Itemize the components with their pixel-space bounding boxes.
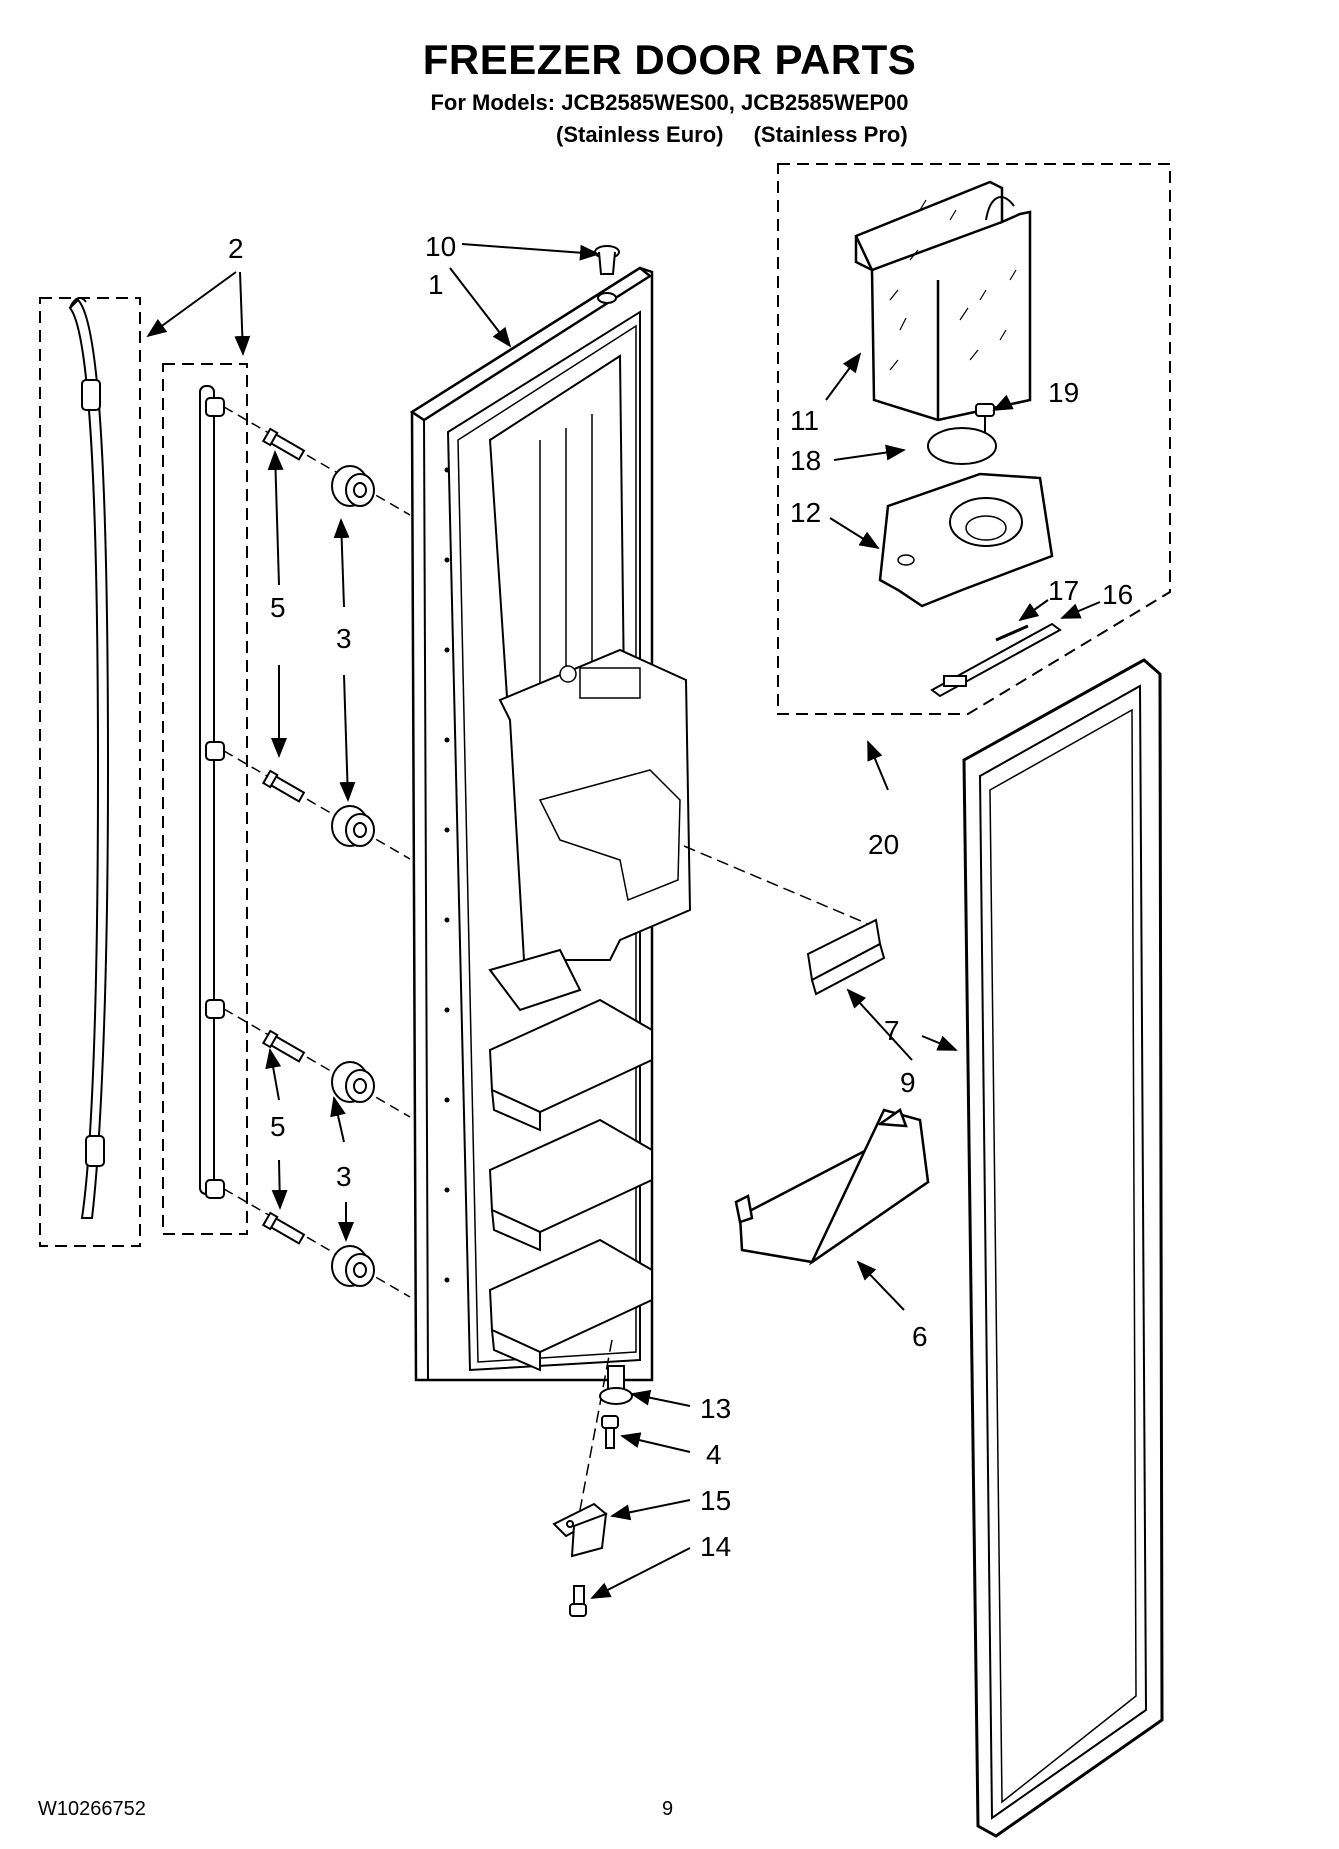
callout-1: 1 — [428, 269, 444, 300]
hinge-screw-lower — [569, 1585, 587, 1617]
callout-11: 11 — [790, 405, 819, 436]
bracket-spring — [995, 624, 1029, 642]
document-number: W10266752 — [38, 1798, 146, 1820]
door-plug — [594, 245, 620, 275]
page-number: 9 — [662, 1798, 674, 1820]
handle-assembly — [39, 297, 248, 1247]
callout-4: 4 — [706, 1439, 722, 1470]
callout-3-upper: 3 — [336, 623, 352, 654]
freezer-door — [409, 266, 692, 1382]
callout-17: 17 — [1048, 575, 1079, 606]
hinge-pin — [599, 1365, 633, 1405]
door-bin — [734, 1108, 930, 1266]
callout-3-lower: 3 — [336, 1161, 352, 1192]
variant-euro: (Stainless Euro) — [556, 122, 724, 147]
callout-20: 20 — [868, 829, 899, 860]
model-list: For Models: JCB2585WES00, JCB2585WEP00 — [430, 90, 909, 115]
handle-fasteners — [261, 427, 375, 1287]
callout-6: 6 — [912, 1321, 928, 1352]
callout-15: 15 — [700, 1485, 731, 1516]
handle-inner-box — [162, 363, 248, 1235]
variant-pro: (Stainless Pro) — [753, 122, 908, 147]
ice-bin — [854, 180, 1032, 422]
callout-leaders — [146, 243, 1101, 1599]
callout-12: 12 — [790, 497, 821, 528]
callout-labels: 2 10 1 5 3 5 3 11 19 18 12 17 16 20 7 9 … — [228, 231, 1133, 1562]
callout-2: 2 — [228, 233, 244, 264]
callout-14: 14 — [700, 1531, 731, 1562]
dispenser-trim — [806, 918, 886, 996]
callout-16: 16 — [1102, 579, 1133, 610]
hinge-bracket — [552, 1502, 608, 1558]
handle-outer-box — [39, 297, 141, 1247]
straight-handle — [199, 385, 215, 1195]
callout-10: 10 — [425, 231, 456, 262]
hinge-alignment-line — [579, 1339, 613, 1511]
ice-bin-housing — [878, 472, 1054, 608]
callout-5-lower: 5 — [270, 1111, 286, 1142]
ice-bin-bracket — [930, 622, 1062, 698]
ice-bin-assembly-box — [777, 163, 1171, 715]
handle-alignment-lines — [223, 406, 411, 1298]
callout-13: 13 — [700, 1393, 731, 1424]
callout-5-upper: 5 — [270, 592, 286, 623]
auger-plate — [927, 427, 997, 465]
callout-18: 18 — [790, 445, 821, 476]
callout-19: 19 — [1048, 377, 1079, 408]
callout-9: 9 — [900, 1067, 916, 1098]
curved-handle — [68, 298, 110, 1219]
door-gasket — [962, 658, 1164, 1838]
model-variants: (Stainless Euro) (Stainless Pro) — [556, 122, 932, 148]
trim-alignment-line — [683, 845, 869, 925]
callout-7: 7 — [884, 1015, 900, 1046]
hinge-screw-upper — [601, 1415, 619, 1449]
page-title: FREEZER DOOR PARTS — [422, 36, 917, 83]
